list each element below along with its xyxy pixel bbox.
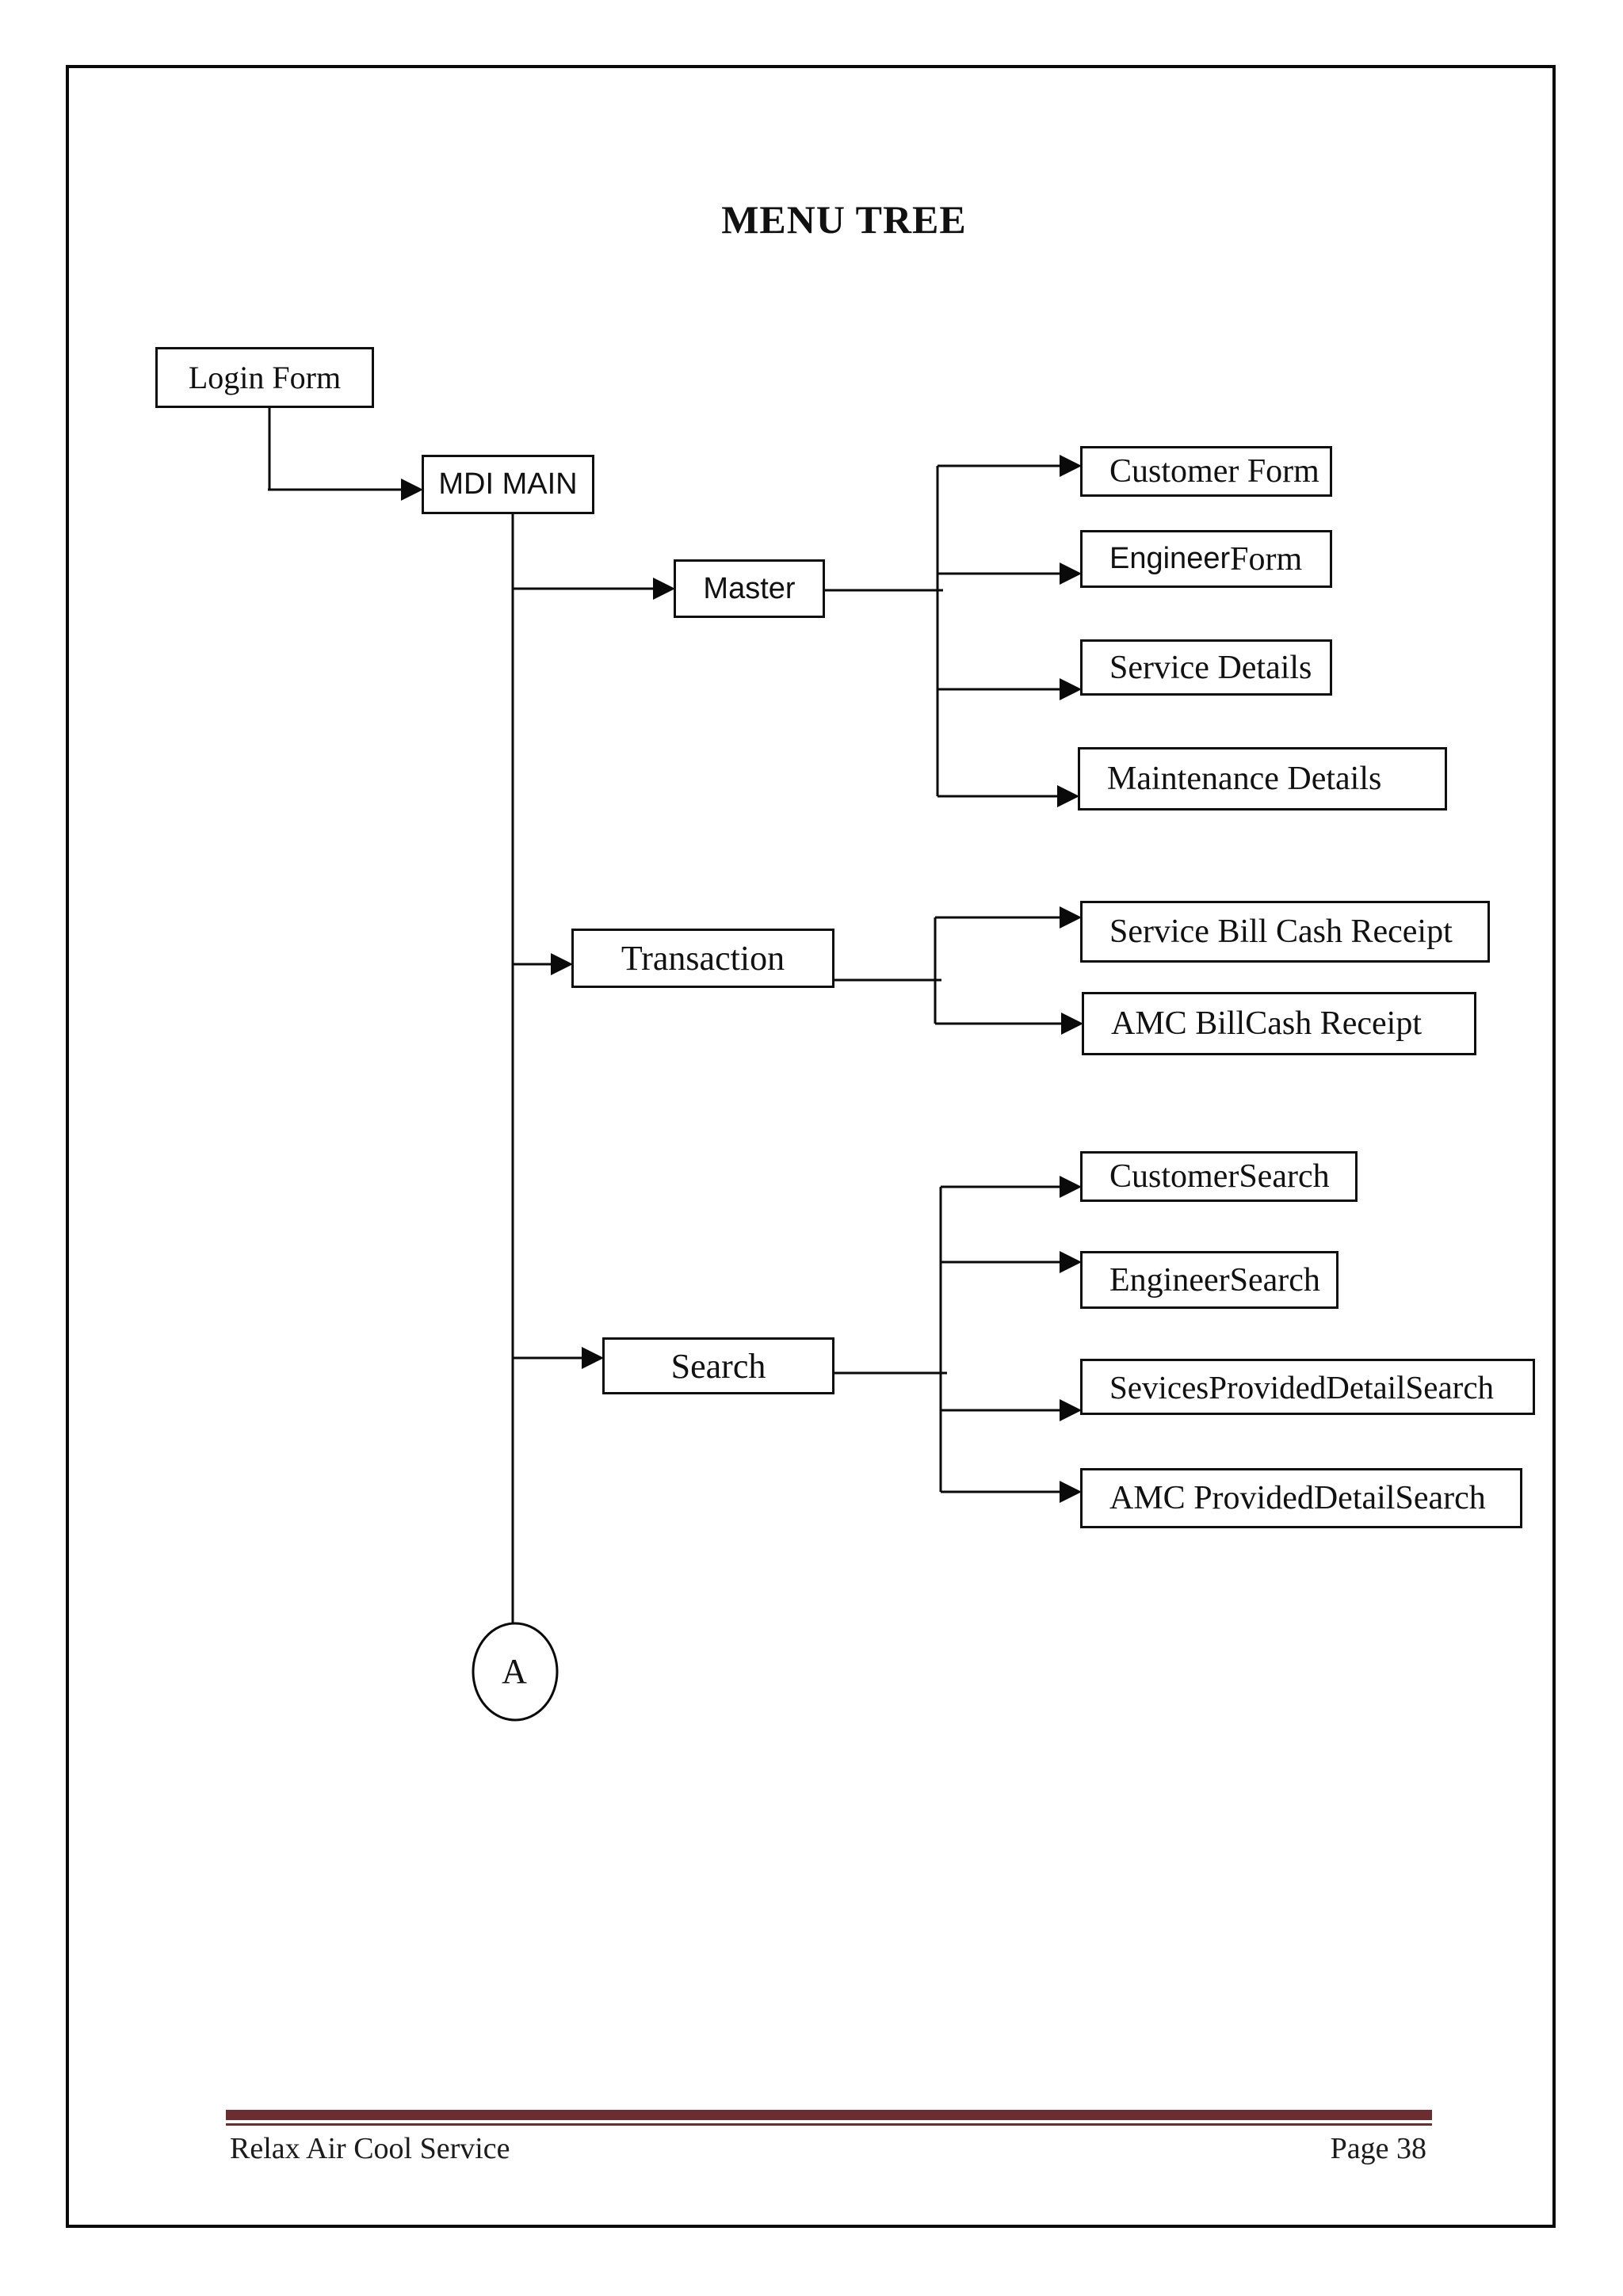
footer-page-number: Page 38 [1330, 2132, 1426, 2165]
branch-to-transaction [513, 953, 573, 975]
node-sevices-provided-detail-search: SevicesProvidedDetailSearch [1080, 1359, 1535, 1415]
engineer-form-label-serif-part: Form [1230, 540, 1303, 578]
node-customer-search: CustomerSearch [1080, 1151, 1358, 1202]
branch-to-master [513, 578, 675, 600]
search-children-connector [834, 1176, 1082, 1503]
engineer-form-label-sans-part: Engineer [1109, 542, 1231, 575]
footer-company-name: Relax Air Cool Service [230, 2132, 510, 2165]
master-children-connector [825, 455, 1082, 807]
node-amc-billcash-receipt: AMC BillCash Receipt [1082, 992, 1476, 1055]
node-master: Master [674, 559, 825, 618]
node-maintenance-details: Maintenance Details [1078, 747, 1447, 810]
off-page-connector-label: A [502, 1652, 527, 1691]
page-border [66, 65, 1556, 2228]
node-login-form: Login Form [155, 347, 374, 408]
node-search: Search [602, 1337, 834, 1394]
login-to-mdi-connector [268, 407, 423, 501]
node-transaction: Transaction [571, 929, 834, 988]
node-service-details: Service Details [1080, 639, 1332, 696]
node-customer-form: Customer Form [1080, 446, 1332, 497]
node-engineer-search: EngineerSearch [1080, 1251, 1338, 1309]
node-amc-provided-detail-search: AMC ProvidedDetailSearch [1080, 1468, 1522, 1528]
transaction-children-connector [834, 906, 1083, 1035]
footer-rule-thick [226, 2110, 1432, 2120]
page-title: MENU TREE [721, 197, 967, 242]
node-service-bill-cash-receipt: Service Bill Cash Receipt [1080, 901, 1490, 963]
node-engineer-form: Engineer Form [1080, 530, 1332, 588]
footer-rule-thin [226, 2123, 1432, 2126]
off-page-connector-circle [472, 1622, 559, 1722]
branch-to-search [513, 1347, 604, 1369]
node-mdi-main: MDI MAIN [422, 455, 594, 514]
